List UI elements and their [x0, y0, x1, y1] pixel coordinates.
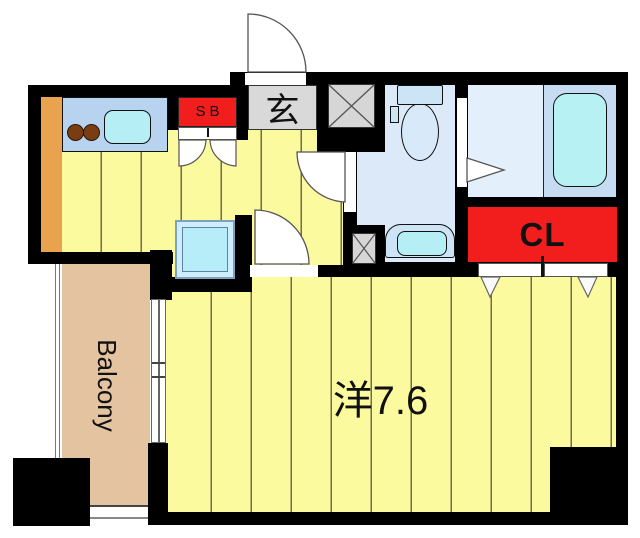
- wall-kitchen-bottom: [28, 252, 173, 264]
- entrance-door-threshold: [245, 73, 306, 85]
- wall-washer-right: [235, 215, 252, 292]
- wall-balcony-top-pillar: [150, 250, 172, 300]
- shoe-box-door-tick: [207, 128, 209, 137]
- wall-bottom: [148, 512, 628, 525]
- closet-box: [468, 207, 617, 262]
- shoe-box-door-swing-icon: [209, 139, 237, 167]
- bath-door-opening: [457, 98, 467, 187]
- washroom-door-opening: [344, 152, 356, 212]
- washbasin-bowl-icon: [397, 231, 447, 256]
- closet-door-panel: [544, 263, 608, 277]
- closet-door-tick: [541, 256, 544, 277]
- wall-bath-bottom: [455, 197, 617, 207]
- wall-shoebox-left: [168, 85, 178, 130]
- closet-door-arrow-icon: [480, 276, 501, 299]
- window-meeting-rail: [152, 362, 165, 364]
- balcony-railing: [55, 264, 60, 519]
- balcony-label-text: Balcony: [91, 339, 122, 432]
- pillar-bottom-left: [13, 458, 90, 526]
- wall-left: [28, 85, 41, 264]
- window-center-line: [158, 300, 160, 442]
- main-room-door-threshold: [250, 265, 318, 277]
- main-room-floor: [166, 277, 617, 512]
- washing-machine-drum: [182, 227, 228, 272]
- sliding-window: [151, 299, 166, 443]
- washing-machine-icon: [175, 220, 235, 279]
- wall-right: [616, 72, 628, 450]
- window-meeting-rail: [152, 376, 165, 378]
- shoe-box-label: SB: [195, 103, 224, 120]
- entrance-door-swing-icon: [247, 13, 307, 73]
- bathtub-icon: [553, 93, 607, 187]
- kitchen-sink-icon: [104, 110, 151, 144]
- stove-burner-icon: [83, 124, 100, 141]
- wall-hall-room-door-side: [312, 265, 345, 277]
- kitchen-counter-edge: [41, 97, 62, 252]
- shoe-box-door-swing-icon: [178, 139, 207, 167]
- closet-label: CL: [519, 215, 566, 253]
- wall-washer-bottom: [160, 277, 252, 292]
- pipe-shaft-x-icon: [352, 233, 376, 264]
- balcony-outer-line: [55, 517, 150, 519]
- bath-folding-door-icon: [466, 157, 507, 183]
- wall-below-window: [148, 443, 168, 513]
- main-room-door-swing-icon: [254, 209, 310, 265]
- balcony-label: Balcony: [62, 264, 150, 507]
- toilet-tank-icon: [397, 85, 443, 105]
- shoe-box: [178, 97, 237, 127]
- entrance-label: 玄: [265, 91, 300, 130]
- main-room-label: 洋7.6: [332, 379, 429, 423]
- pipe-shaft-x-icon: [328, 84, 375, 128]
- washroom-door-swing-icon: [296, 151, 346, 203]
- toilet-handle-icon: [390, 106, 399, 123]
- toilet-bowl-icon: [401, 103, 439, 161]
- wall-top-kitchen: [28, 85, 248, 97]
- entrance-area: [248, 85, 317, 130]
- closet-door-arrow-icon: [577, 276, 598, 299]
- outside-gap: [41, 264, 62, 277]
